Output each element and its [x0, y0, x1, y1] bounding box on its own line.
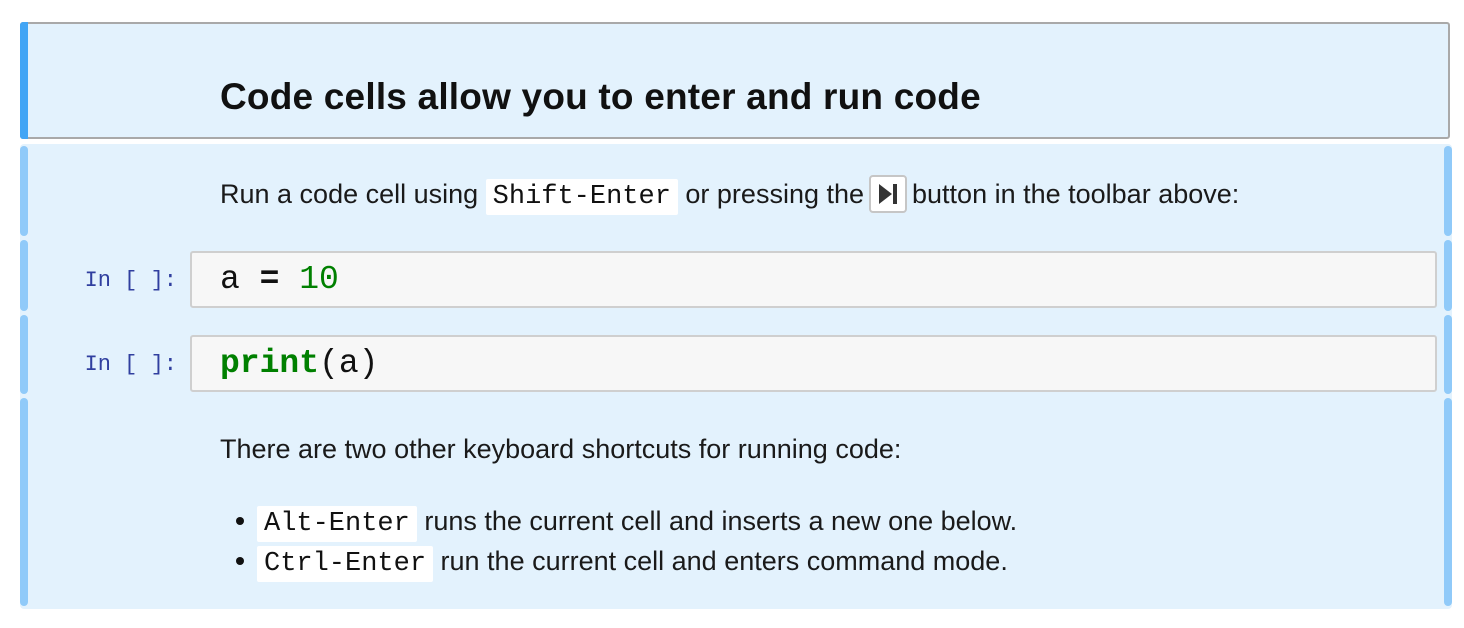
soft-selected-stripe-left [20, 240, 28, 311]
shortcut-description: runs the current cell and inserts a new … [416, 506, 1018, 536]
code-token-builtin: print [220, 344, 320, 382]
inline-code-ctrl-enter: Ctrl-Enter [257, 546, 434, 582]
shortcut-list-item: Ctrl-Enter run the current cell and ente… [236, 541, 1008, 584]
inline-code-alt-enter: Alt-Enter [257, 506, 417, 542]
input-prompt: In [ ]: [84, 268, 177, 293]
code-token-variable: a [220, 260, 240, 298]
bullet-icon [236, 556, 244, 565]
intro-text-1: Run a code cell using [220, 179, 486, 209]
intro-text-2: or pressing the [677, 179, 865, 209]
shortcuts-intro-paragraph: There are two other keyboard shortcuts f… [220, 434, 902, 464]
soft-selected-stripe-left [20, 146, 28, 236]
run-cell-button[interactable] [869, 174, 908, 213]
soft-selected-stripe-right [1444, 240, 1452, 311]
shortcut-list-item: Alt-Enter runs the current cell and inse… [236, 501, 1017, 544]
soft-selected-stripe-left [20, 398, 28, 606]
shortcut-description: run the current cell and enters command … [433, 546, 1008, 576]
code-editor-cell-2[interactable]: print(a) [190, 335, 1437, 392]
soft-selected-stripe-right [1444, 398, 1452, 606]
markdown-cell-heading[interactable]: Code cells allow you to enter and run co… [20, 22, 1450, 139]
code-token-plain: (a) [319, 344, 379, 382]
selected-cell-stripe [20, 22, 28, 139]
inline-code-shift-enter: Shift-Enter [485, 179, 678, 215]
intro-paragraph: Run a code cell using Shift-Enter or pre… [220, 172, 1239, 219]
step-forward-icon [879, 183, 898, 204]
intro-text-3: button in the toolbar above: [912, 179, 1240, 209]
input-prompt: In [ ]: [84, 352, 177, 377]
code-editor-cell-1[interactable]: a = 10 [190, 251, 1437, 308]
heading-title: Code cells allow you to enter and run co… [220, 76, 981, 117]
bullet-icon [236, 516, 244, 525]
code-token-operator: = [239, 260, 300, 298]
code-token-number: 10 [299, 260, 339, 298]
soft-selected-stripe-right [1444, 315, 1452, 394]
code-line: a = 10 [220, 260, 339, 297]
code-line: print(a) [220, 344, 378, 381]
soft-selected-stripe-left [20, 315, 28, 394]
soft-selected-stripe-right [1444, 146, 1452, 236]
